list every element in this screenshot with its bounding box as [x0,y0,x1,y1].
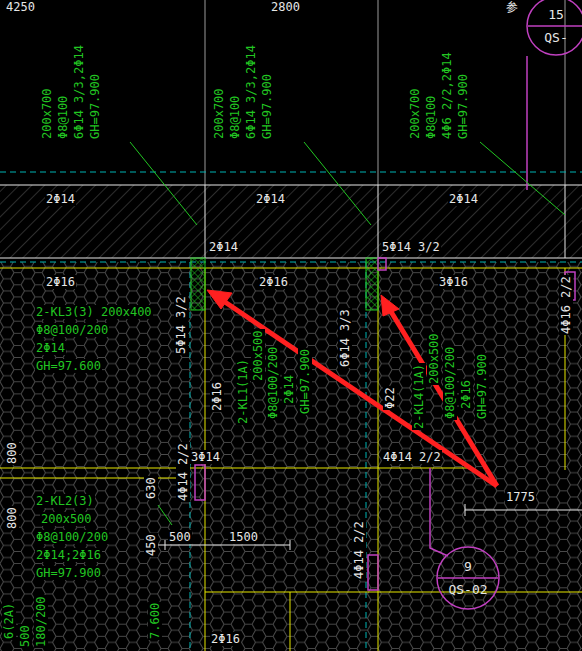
fills [0,185,582,651]
rebar-note: 5Φ14 3/2 [381,240,441,254]
red-arrows [207,290,497,486]
callout-number: 15 [526,7,582,22]
rebar-note: 2-KL2(3) [35,494,95,508]
rebar-note: Φ8@100/200 [35,323,109,337]
rebar-note-vertical: 4Φ16 2/2 [559,275,573,335]
rebar-note-vertical: 2Φ16 [210,381,224,412]
rebar-note-vertical: GH=97.900 [475,353,489,420]
sheet-reference: QS- [526,30,582,45]
rebar-note: 参 [505,0,519,14]
rebar-note-vertical: 200x700 [408,87,422,140]
rebar-note-vertical: GH=97.900 [298,348,312,415]
rebar-note-vertical: Φ8@100 [228,95,242,140]
rebar-note-vertical: 2Φ14 [282,374,296,405]
rebar-note-vertical: 2-KL1(1A) [236,358,250,425]
rebar-note: 2Φ14 [45,192,76,206]
rebar-note-vertical: Φ8@100 [56,95,70,140]
dimension-line [158,504,582,550]
rebar-note-vertical: Φ8@100 [424,95,438,140]
rebar-note-vertical: 800 [5,506,19,530]
rebar-note: 2Φ14 [448,192,479,206]
rebar-note: 2Φ16 [210,632,241,646]
rebar-note: 2Φ14 [208,240,239,254]
callout-circle [436,546,500,610]
rebar-note-vertical: 180/200 [34,595,48,648]
columns [191,258,378,310]
rebar-note-vertical: 200x500 [427,332,441,385]
rebar-note: 4Φ14 2/2 [382,450,442,464]
rebar-note: 3Φ16 [438,275,469,289]
sheet-reference: QS-02 [436,582,500,597]
rebar-note-vertical: 450 [144,533,158,557]
rebar-note: 3Φ14 [190,450,221,464]
rebar-note: 2Φ14;2Φ16 [35,548,102,562]
rebar-note-vertical: 4Φ14 2/2 [176,442,190,502]
rebar-note: GH=97.600 [35,359,102,373]
rebar-note-vertical: GH=97.900 [88,73,102,140]
rebar-note: 2800 [270,0,301,14]
rebar-note-vertical: Φ8@100/200 [266,346,280,420]
rebar-note-vertical: 6Φ14 3/3 [338,308,352,368]
rebar-note: Φ8@100/200 [35,530,109,544]
rebar-note: 4250 [5,0,36,14]
section-callout: 15QS- [526,0,582,56]
rebar-note-vertical: 200x700 [40,87,54,140]
rebar-note-vertical: 4Φ6 2/2,2Φ14 [440,51,454,140]
section-callout: 9QS-02 [436,546,500,610]
rebar-note-vertical: 4Φ14 2/2 [352,520,366,580]
beam-outlines [0,172,582,651]
rebar-note-vertical: 6(2A) [2,602,16,640]
rebar-note: 2Φ16 [45,275,76,289]
rebar-note-vertical: 2-KL4(1A) [412,363,426,430]
rebar-note-vertical: 200x700 [212,87,226,140]
rebar-note-vertical: 800 [5,441,19,465]
rebar-note: 2-KL3(3) 200x400 [35,305,153,319]
rebar-note: 1500 [228,530,259,544]
rebar-note-vertical: 2Φ16 [459,379,473,410]
rebar-note: 2Φ16 [258,275,289,289]
leader-lines [130,142,565,525]
rebar-note: 1775 [505,490,536,504]
rebar-note-vertical: Φ22 [383,386,397,410]
rebar-note-vertical: 500 [18,624,32,648]
rebar-note: 200x500 [40,512,93,526]
rebar-note-vertical: GH=97.900 [260,73,274,140]
rebar-note-vertical: 200x500 [251,329,265,382]
rebar-note-vertical: 5Φ14 3/2 [174,295,188,355]
rebar-note: GH=97.900 [35,566,102,580]
rebar-note-vertical: 630 [144,476,158,500]
rebar-note-vertical: Φ8@100/200 [443,346,457,420]
rebar-note-vertical: GH=97.900 [456,73,470,140]
rebar-note-vertical: 7.600 [148,602,162,640]
rebar-note: 2Φ14 [255,192,286,206]
rebar-note: 500 [168,530,192,544]
rebar-note: 2Φ14 [35,341,66,355]
rebar-note-vertical: 6Φ14 3/3,2Φ14 [244,44,258,140]
grid-lines [205,0,565,185]
rebar-note-vertical: 6Φ14 3/3,2Φ14 [72,44,86,140]
callout-number: 9 [436,559,500,574]
